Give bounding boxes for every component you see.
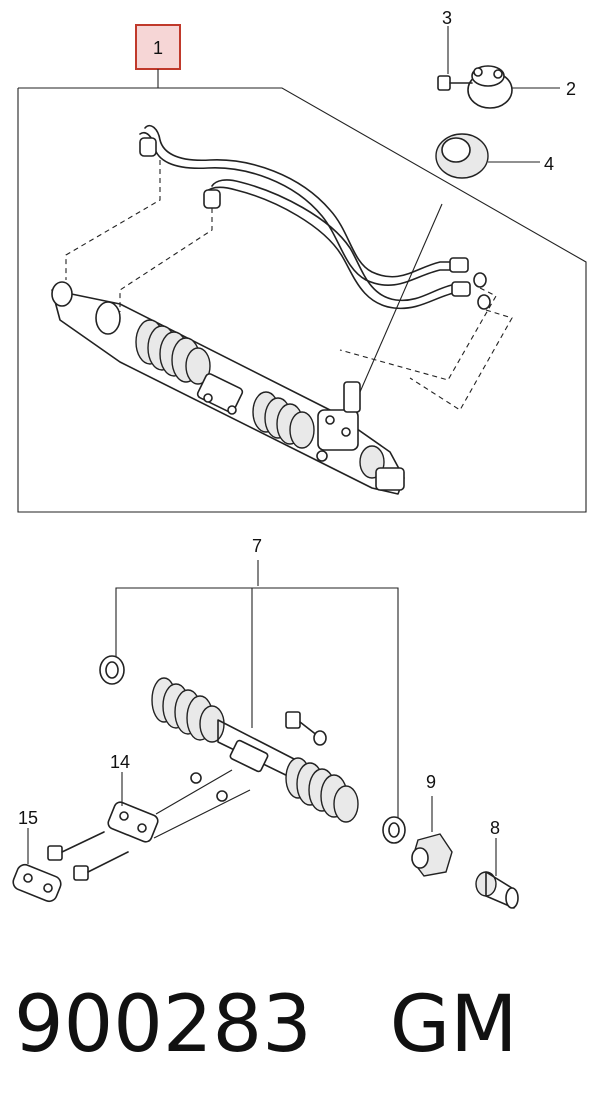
callout-9: 9 — [426, 772, 436, 792]
part-7-boot-left — [151, 677, 225, 743]
part-9-bushing — [411, 833, 453, 877]
exploded-parts-diagram: 1 — [12, 8, 587, 909]
part-bolts — [47, 831, 129, 881]
lower-kit: 7 — [12, 536, 519, 909]
callout-14: 14 — [110, 752, 130, 772]
part-number: 900283 — [14, 980, 312, 1070]
part-15-plate — [12, 863, 62, 903]
steering-rack — [51, 281, 405, 495]
part-2-valve-housing — [467, 65, 513, 109]
part-4-seal — [435, 133, 489, 179]
part-14-bracket — [107, 769, 251, 843]
upper-assembly: 1 — [17, 8, 587, 513]
callout-1: 1 — [153, 38, 163, 58]
rack-boot-left — [135, 319, 211, 385]
part-3-bolt — [437, 75, 473, 91]
callout-7: 7 — [252, 536, 262, 556]
brand-label: GM — [389, 980, 518, 1070]
callout-8: 8 — [490, 818, 500, 838]
callout-3: 3 — [442, 8, 452, 28]
rack-boot-right — [252, 391, 315, 449]
callout-4: 4 — [544, 154, 554, 174]
part-8-stub-shaft — [475, 871, 519, 909]
footer-caption: 900283 GM — [14, 970, 594, 1080]
assembly-frame — [17, 87, 587, 513]
callout-2: 2 — [566, 79, 576, 99]
hydraulic-lines — [139, 124, 491, 310]
part-7-boot-right — [285, 757, 359, 823]
callout-15: 15 — [18, 808, 38, 828]
